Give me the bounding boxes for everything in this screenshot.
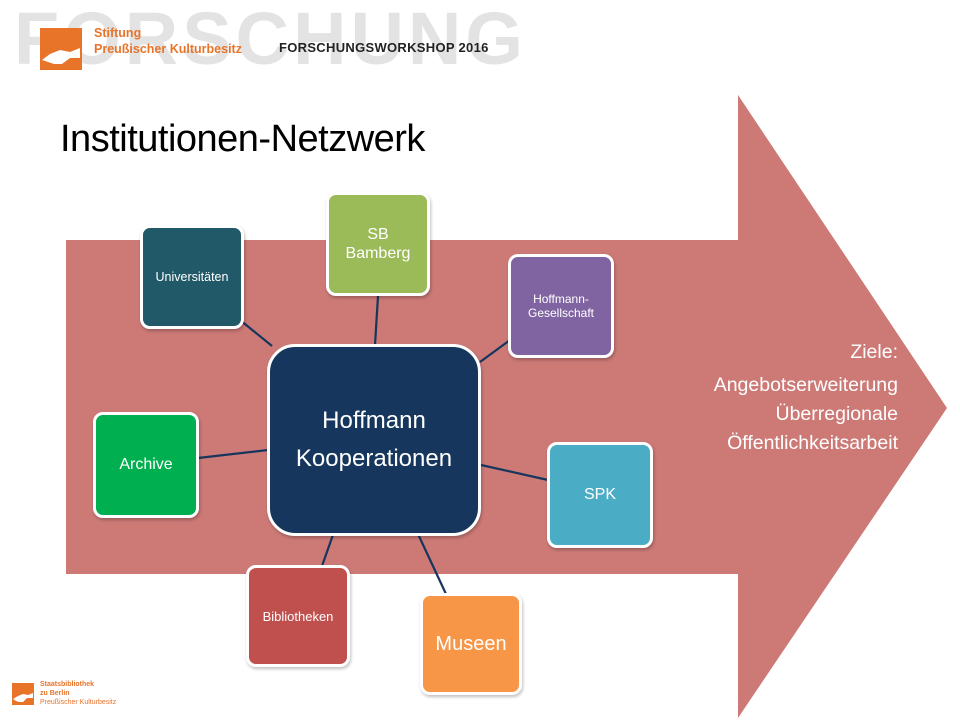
node-hoffmann-gesellschaft: Hoffmann- Gesellschaft <box>508 254 614 358</box>
node-bamberg-line-2: Bamberg <box>345 245 411 262</box>
node-archive-label: Archive <box>119 456 173 473</box>
workshop-label: FORSCHUNGSWORKSHOP 2016 <box>279 40 489 55</box>
org-line-1: Stiftung <box>94 26 142 40</box>
connector-bibliotheken <box>320 531 336 567</box>
goal-item: Überregionale <box>775 403 899 425</box>
node-archive: Archive <box>93 412 199 518</box>
goals-panel: Ziele: Angebotserweiterung Überregionale… <box>714 338 898 458</box>
big-arrow <box>66 95 947 718</box>
node-bamberg-line-1: SB <box>367 226 389 243</box>
node-universitaeten: Universitäten <box>140 225 244 329</box>
connector-spk <box>480 463 549 482</box>
connector-universitaeten <box>239 319 273 347</box>
connector-gesellschaft <box>479 339 511 363</box>
footer-eagle-logo-icon <box>12 683 34 705</box>
org-line-2: Preußischer Kulturbesitz <box>94 42 242 56</box>
eagle-logo-icon <box>40 28 82 70</box>
watermark-text: FORSCHUNG <box>14 0 527 80</box>
node-universitaeten-label: Universitäten <box>155 270 229 284</box>
center-line-1: Hoffmann <box>322 407 426 434</box>
node-museen: Museen <box>420 593 522 695</box>
footer-organization: Staatsbibliothek zu Berlin Preußischer K… <box>40 680 116 707</box>
node-gesellschaft-line-2: Gesellschaft <box>527 306 595 320</box>
footer-line-3: Preußischer Kulturbesitz <box>40 699 117 706</box>
node-bibliotheken-label: Bibliotheken <box>262 608 334 624</box>
footer-line-1: Staatsbibliothek <box>40 681 95 688</box>
goals-heading: Ziele: <box>850 341 898 363</box>
goal-item: Öffentlichkeitsarbeit <box>727 432 898 454</box>
node-museen-label: Museen <box>435 632 507 655</box>
node-bibliotheken: Bibliotheken <box>246 565 350 667</box>
node-gesellschaft-line-1: Hoffmann- <box>533 292 589 306</box>
footer-line-2: zu Berlin <box>40 690 70 697</box>
connector-archive <box>197 448 269 460</box>
goal-item: Angebotserweiterung <box>713 374 898 396</box>
organization-name: Stiftung Preußischer Kulturbesitz <box>94 25 242 57</box>
node-spk-label: SPK <box>583 486 616 503</box>
center-node: Hoffmann Kooperationen <box>267 344 481 536</box>
center-line-2: Kooperationen <box>295 445 453 472</box>
node-spk: SPK <box>547 442 653 548</box>
node-sb-bamberg: SB Bamberg <box>326 192 430 296</box>
connector-bamberg <box>373 295 380 346</box>
slide-title: Institutionen-Netzwerk <box>60 118 425 160</box>
connector-museen <box>417 533 447 595</box>
